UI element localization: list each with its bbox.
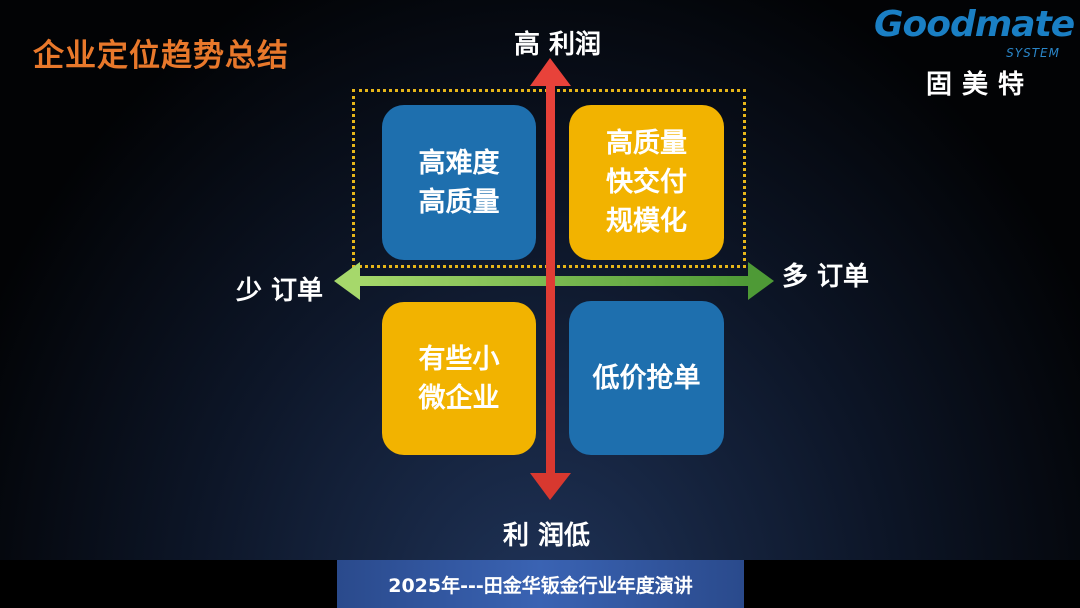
quadrant-text: 微企业 [418, 382, 500, 414]
axis-label-many-orders: 多 订单 [782, 262, 870, 292]
quadrant-text: 高质量 [606, 128, 687, 159]
quadrant-text: 低价抢单 [592, 362, 701, 394]
axis-label-few-orders: 少 订单 [236, 276, 324, 306]
logo-sub: SYSTEM [1006, 46, 1060, 60]
quadrant-text: 高质量 [418, 186, 500, 218]
quadrant-top-left: 高难度 高质量 [382, 105, 536, 260]
vertical-arrow [530, 58, 571, 500]
quadrant-text: 高难度 [418, 147, 500, 179]
goodmate-logo: Goodmate SYSTEM [874, 4, 1075, 64]
footer-text: 2025年---田金华钣金行业年度演讲 [388, 574, 693, 597]
footer-banner: 2025年---田金华钣金行业年度演讲 [337, 560, 744, 608]
quadrant-text: 有些小 [418, 343, 500, 375]
logo-brand: Goodmate [874, 4, 1075, 45]
quadrant-top-right: 高质量 快交付 规模化 [569, 105, 724, 260]
quadrant-bottom-right: 低价抢单 [569, 301, 724, 455]
quadrant-bottom-left: 有些小 微企业 [382, 302, 536, 455]
axis-label-low-profit: 利 润低 [503, 521, 591, 551]
logo-chinese-name: 固美特 [926, 70, 1035, 100]
axis-label-high-profit: 高 利润 [514, 30, 602, 60]
slide-title: 企业定位趋势总结 [33, 38, 289, 74]
quadrant-text: 快交付 [606, 167, 687, 198]
quadrant-text: 规模化 [606, 206, 687, 237]
